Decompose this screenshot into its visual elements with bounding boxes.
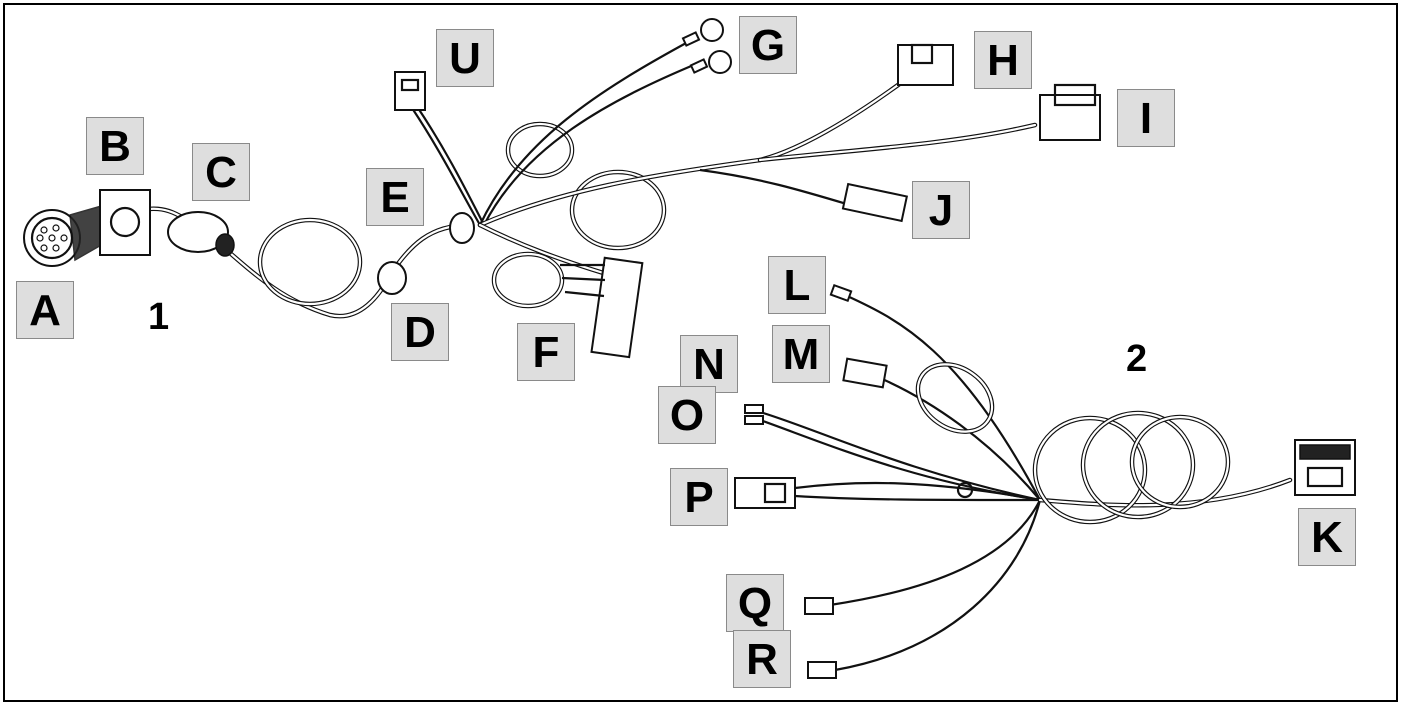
callout-A: A <box>16 281 74 339</box>
callout-F: F <box>517 323 575 381</box>
callout-D: D <box>391 303 449 361</box>
callout-E: E <box>366 168 424 226</box>
callout-B: B <box>86 117 144 175</box>
callout-N: N <box>680 335 738 393</box>
callout-G: G <box>739 16 797 74</box>
harness-2-drawing <box>734 283 1356 679</box>
callout-L: L <box>768 256 826 314</box>
callout-I: I <box>1117 89 1175 147</box>
callout-M: M <box>772 325 830 383</box>
callout-O: O <box>658 386 716 444</box>
callout-C: C <box>192 143 250 201</box>
callout-H: H <box>974 31 1032 89</box>
diagram-border <box>3 3 1398 702</box>
callout-Q: Q <box>726 574 784 632</box>
callout-K: K <box>1298 508 1356 566</box>
callout-U: U <box>436 29 494 87</box>
harness-1-drawing <box>23 18 1101 359</box>
harness-number-2: 2 <box>1126 338 1148 380</box>
harness-number-1: 1 <box>148 296 170 338</box>
callout-R: R <box>733 630 791 688</box>
callout-P: P <box>670 468 728 526</box>
callout-J: J <box>912 181 970 239</box>
